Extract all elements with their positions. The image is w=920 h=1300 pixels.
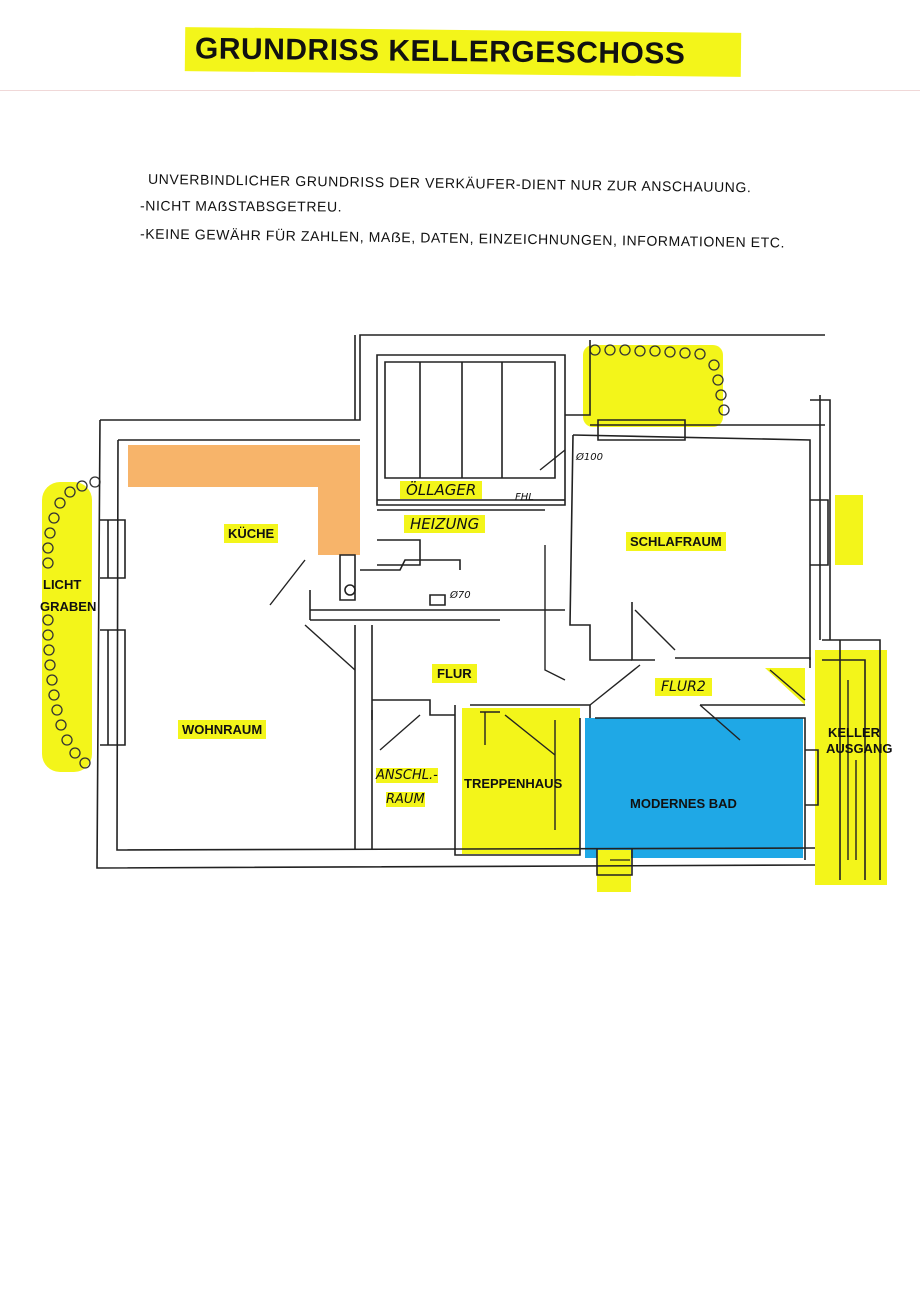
label-flur2: FLUR2 xyxy=(655,678,712,696)
mark-d70: Ø70 xyxy=(450,590,471,601)
room-divider-plumbing xyxy=(520,499,630,861)
bath-fill xyxy=(585,718,803,858)
entrance-step-fill xyxy=(597,850,631,892)
label-ausgang: AUSGANG xyxy=(826,741,893,756)
label-licht: LICHT xyxy=(43,577,82,592)
walls xyxy=(96,334,881,880)
label-kueche: KÜCHE xyxy=(224,524,279,543)
label-oellager: ÖLLAGER xyxy=(400,481,483,499)
door-swings xyxy=(269,449,857,860)
label-wohnraum: WOHNRAUM xyxy=(178,720,267,739)
label-schlafraum: SCHLAFRAUM xyxy=(626,532,726,551)
mark-d100: Ø100 xyxy=(576,452,603,463)
label-bad: MODERNES BAD xyxy=(630,796,737,811)
keller-ausgang-fill xyxy=(815,650,887,885)
label-flur: FLUR xyxy=(432,664,477,683)
label-graben: GRABEN xyxy=(40,599,97,614)
mark-fhl: FHL xyxy=(515,492,534,503)
flur2-corner-fill xyxy=(765,668,805,705)
label-heizung: HEIZUNG xyxy=(404,515,486,533)
label-treppenhaus: TREPPENHAUS xyxy=(464,776,563,791)
label-raum: RAUM xyxy=(386,792,425,807)
window-right-fill xyxy=(835,495,863,565)
header-rule xyxy=(0,90,920,91)
lichtgraben-fill xyxy=(42,482,92,772)
kitchen-fill-side xyxy=(318,445,360,555)
label-keller: KELLER xyxy=(828,725,880,740)
room-fills xyxy=(42,345,887,892)
treppenhaus-fill xyxy=(462,708,580,854)
label-anschl: ANSCHL.- xyxy=(376,768,438,783)
garden-top-fill xyxy=(583,345,723,427)
